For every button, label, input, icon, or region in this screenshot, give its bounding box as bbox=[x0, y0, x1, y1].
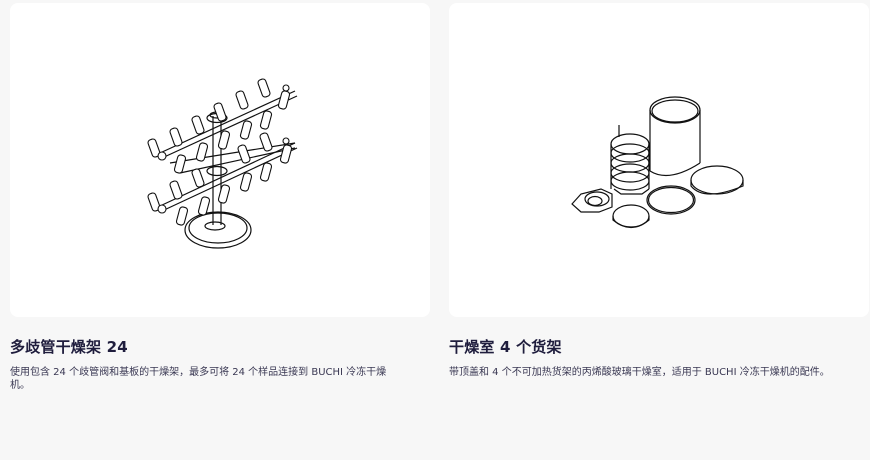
product-image-box[interactable] bbox=[10, 3, 430, 317]
product-image-box[interactable] bbox=[449, 3, 869, 317]
product-card-manifold-rack[interactable]: 多歧管干燥架 24 使用包含 24 个歧管阀和基板的干燥架，最多可将 24 个样… bbox=[10, 3, 430, 443]
product-title[interactable]: 多歧管干燥架 24 bbox=[10, 338, 128, 356]
valve-group-lower bbox=[147, 132, 293, 226]
valve-group-upper bbox=[147, 78, 291, 174]
product-description: 使用包含 24 个歧管阀和基板的干燥架，最多可将 24 个样品连接到 BUCHI… bbox=[10, 367, 387, 391]
product-title[interactable]: 干燥室 4 个货架 bbox=[449, 338, 562, 356]
manifold-drying-rack-illustration bbox=[147, 78, 298, 249]
drying-chamber-illustration bbox=[571, 96, 744, 229]
product-description: 带顶盖和 4 个不可加热货架的丙烯酸玻璃干燥室，适用于 BUCHI 冷冻干燥机的… bbox=[449, 367, 830, 378]
product-card-drying-chamber[interactable]: 干燥室 4 个货架 带顶盖和 4 个不可加热货架的丙烯酸玻璃干燥室，适用于 BU… bbox=[449, 3, 869, 443]
